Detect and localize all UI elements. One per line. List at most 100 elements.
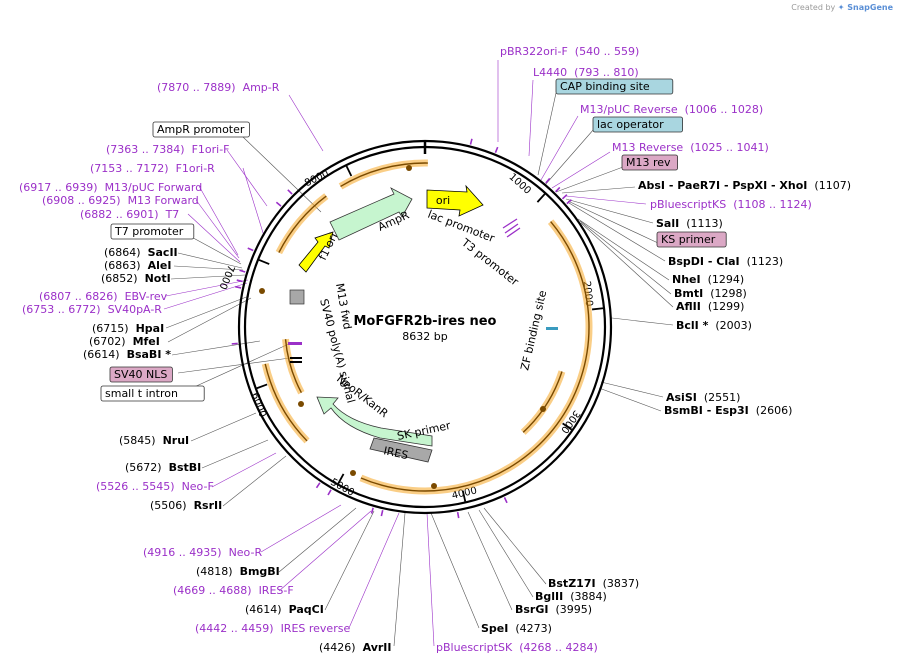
pbks-position: (1108 .. 1124) — [733, 198, 812, 211]
nrui-connector — [190, 412, 257, 442]
bspdi-label: BspDI - ClaI (1123) — [668, 255, 783, 268]
bmgbi-name: BmgBI — [240, 565, 280, 578]
upper-orf-line — [340, 162, 428, 188]
bsmbi-label: BsmBI - Esp3I (2606) — [664, 404, 792, 417]
absi-connector — [561, 186, 636, 194]
m13rev-box — [621, 154, 678, 171]
smallt-box — [100, 385, 205, 402]
bstz17i-position: (3837) — [603, 577, 640, 590]
smallt-connector — [180, 342, 292, 394]
nrui-position: (5845) — [119, 434, 156, 447]
f1ori-r-connector — [242, 167, 265, 237]
aflii-position: (1299) — [708, 300, 745, 313]
noti-label: (6852) NotI — [101, 272, 171, 285]
upper-orf-arrowhead — [406, 165, 412, 171]
sv40nls-box — [109, 366, 173, 383]
avrii-name: AvrII — [363, 641, 392, 654]
bstz17i-name: BstZ17I — [548, 577, 596, 590]
lac-op-label: lac operator — [597, 118, 664, 131]
l4440-position: (793 .. 810) — [574, 66, 639, 79]
plasmid-name: MoFGFR2b-ires neo — [353, 314, 496, 329]
label-connectors — [163, 60, 674, 647]
primer-tick — [247, 247, 254, 252]
nhei-label: NheI (1294) — [672, 273, 744, 286]
pbsk-label: pBluescriptSK (4268 .. 4284) — [436, 641, 598, 654]
primer-tick — [327, 489, 332, 496]
bmgbi-label: (4818) BmgBI — [196, 565, 280, 578]
m13-reverse-position: (1025 .. 1041) — [690, 141, 769, 154]
m13-reverse-label: M13 Reverse (1025 .. 1041) — [612, 141, 769, 154]
orf-arcs — [259, 159, 593, 495]
inner-right-orf-arrowhead — [540, 406, 546, 412]
zf-binding-mark — [546, 327, 558, 330]
primer-tick — [315, 482, 321, 489]
t7-name: T7 — [165, 208, 180, 221]
f1ori-f-label: (7363 .. 7384) F1ori-F — [106, 143, 230, 156]
ori-label: ori — [436, 194, 450, 207]
rsrii-position: (5506) — [150, 499, 187, 512]
neo-r-connector — [260, 504, 342, 553]
bglii-name: BglII — [535, 590, 563, 603]
pbr322-f-label: pBR322ori-F (540 .. 559) — [500, 45, 639, 58]
bsrgi-connector — [467, 511, 513, 611]
smallt-label: small t intron — [105, 387, 178, 400]
tick-label: 7000 — [216, 263, 236, 291]
sv40nls-mark — [290, 357, 302, 363]
left-orf-line — [278, 195, 327, 253]
tick-mark — [536, 193, 546, 203]
absi-position: (1107) — [814, 179, 851, 192]
mfei-connector — [167, 297, 252, 343]
sacii-connector — [177, 252, 243, 269]
m13puc-rev-name: M13/pUC Reverse — [580, 103, 678, 116]
f1ori-f-connector — [226, 149, 268, 207]
pbsk-position: (4268 .. 4284) — [519, 641, 598, 654]
bstz17i-connector — [483, 507, 547, 585]
inner-left-orf-band — [282, 338, 305, 395]
inner-left-orf-line — [284, 339, 303, 394]
asisi-label: AsiSI (2551) — [666, 391, 740, 404]
rsrii-name: RsrII — [194, 499, 223, 512]
bstbi-position: (5672) — [125, 461, 162, 474]
t7-connector — [187, 213, 241, 263]
f1ori-r-label: (7153 .. 7172) F1ori-R — [90, 162, 215, 175]
asisi-name: AsiSI — [666, 391, 697, 404]
neo-f-name: Neo-F — [182, 480, 214, 493]
bspdi-connector — [568, 202, 666, 262]
tick-mark — [562, 422, 573, 431]
amprprom-connector — [242, 136, 322, 213]
primer-tick — [545, 177, 551, 184]
paqci-name: PaqCI — [289, 603, 324, 616]
nrui-name: NruI — [163, 434, 190, 447]
avrii-connector — [393, 512, 406, 647]
bsrgi-label: BsrGI (3995) — [515, 603, 592, 616]
m13fwd-p-position: (6908 .. 6925) — [42, 194, 121, 207]
credit-line: Created by ✦ SnapGene — [791, 3, 893, 12]
ires-label: IRES — [382, 444, 409, 462]
l4440-connector — [528, 79, 534, 157]
primer-tick — [555, 186, 561, 193]
hpai-label: (6715) HpaI — [92, 322, 164, 335]
neo-r-position: (4916 .. 4935) — [143, 546, 222, 559]
neo-f-label: (5526 .. 5545) Neo-F — [96, 480, 214, 493]
asisi-connector — [600, 381, 664, 398]
primer-tick — [235, 285, 242, 289]
hpai-position: (6715) — [92, 322, 129, 335]
nhei-position: (1294) — [708, 273, 745, 286]
aflii-connector — [580, 222, 674, 308]
ires-f-label: (4669 .. 4688) IRES-F — [173, 584, 294, 597]
f1ori-f-position: (7363 .. 7384) — [106, 143, 185, 156]
ires-rev-position: (4442 .. 4459) — [195, 622, 274, 635]
bsabi-label: (6614) BsaBI * — [83, 348, 171, 361]
spei-connector — [430, 512, 480, 629]
ebv-rev-position: (6807 .. 6826) — [39, 290, 118, 303]
paqci-label: (4614) PaqCI — [245, 603, 324, 616]
noti-position: (6852) — [101, 272, 138, 285]
ksprimer-connector — [567, 200, 659, 244]
spei-position: (4273) — [515, 622, 552, 635]
amp-r-connector — [288, 94, 324, 152]
nhei-name: NheI — [672, 273, 701, 286]
small-t-mark — [288, 342, 302, 345]
m13puc-fwd-label: (6917 .. 6939) M13/pUC Forward — [19, 181, 202, 194]
t7prom-connector — [185, 233, 242, 265]
pbr322-f-position: (540 .. 559) — [575, 45, 640, 58]
